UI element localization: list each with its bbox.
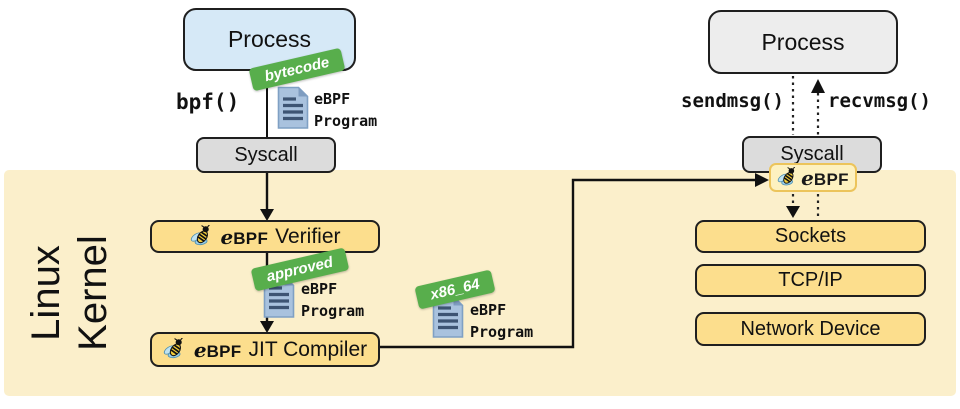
arrowhead-up-icon (811, 79, 825, 93)
arrow-jit-badge (380, 178, 756, 349)
syscall-label: Syscall (234, 143, 298, 166)
linux-kernel-label: Linux Kernel (23, 193, 123, 393)
bee-icon (190, 224, 210, 245)
bee-icon (163, 337, 183, 358)
ebpf-program-label: eBPF Program (470, 301, 534, 341)
sockets-label: Sockets (774, 225, 847, 247)
kernel-label-line2: Kernel (71, 235, 115, 351)
recvmsg-label: recvmsg() (828, 90, 931, 112)
process-box-right: Process (708, 10, 898, 74)
arrowhead-right-icon (755, 173, 769, 187)
ebpf-logo-bpf: BPF (813, 169, 849, 189)
tcpip-box: TCP/IP (695, 264, 926, 297)
ebpf-program-label: eBPF Program (301, 280, 365, 320)
bee-icon (777, 166, 796, 185)
kernel-label-line1: Linux (24, 245, 68, 341)
jit-compiler-label: JIT Compiler (248, 337, 368, 361)
syscall-label: Syscall (780, 143, 844, 165)
ebpf-logo-bpf: BPF (233, 228, 269, 248)
process-label: Process (227, 26, 312, 52)
sockets-box: Sockets (695, 220, 926, 253)
network-device-label: Network Device (740, 317, 881, 340)
document-icon (277, 86, 309, 129)
document-icon (432, 295, 464, 338)
syscall-box-left: Syscall (196, 137, 336, 173)
tcpip-label: TCP/IP (778, 269, 843, 291)
arrowhead-down-icon (260, 209, 274, 221)
sendmsg-label: sendmsg() (681, 90, 784, 112)
ebpf-logo-bpf: BPF (206, 341, 242, 361)
ebpf-logo-e: e (220, 224, 234, 249)
bpf-call-label: bpf() (176, 90, 240, 114)
verifier-label: Verifier (275, 224, 341, 248)
network-device-box: Network Device (695, 312, 926, 346)
arrowhead-down-icon (786, 206, 800, 218)
ebpf-program-label: eBPF Program (314, 90, 378, 130)
ebpf-logo-e: e (193, 337, 207, 362)
ebpf-logo-e: e (801, 165, 814, 190)
process-label: Process (761, 28, 845, 55)
arrowhead-down-icon (260, 321, 274, 333)
